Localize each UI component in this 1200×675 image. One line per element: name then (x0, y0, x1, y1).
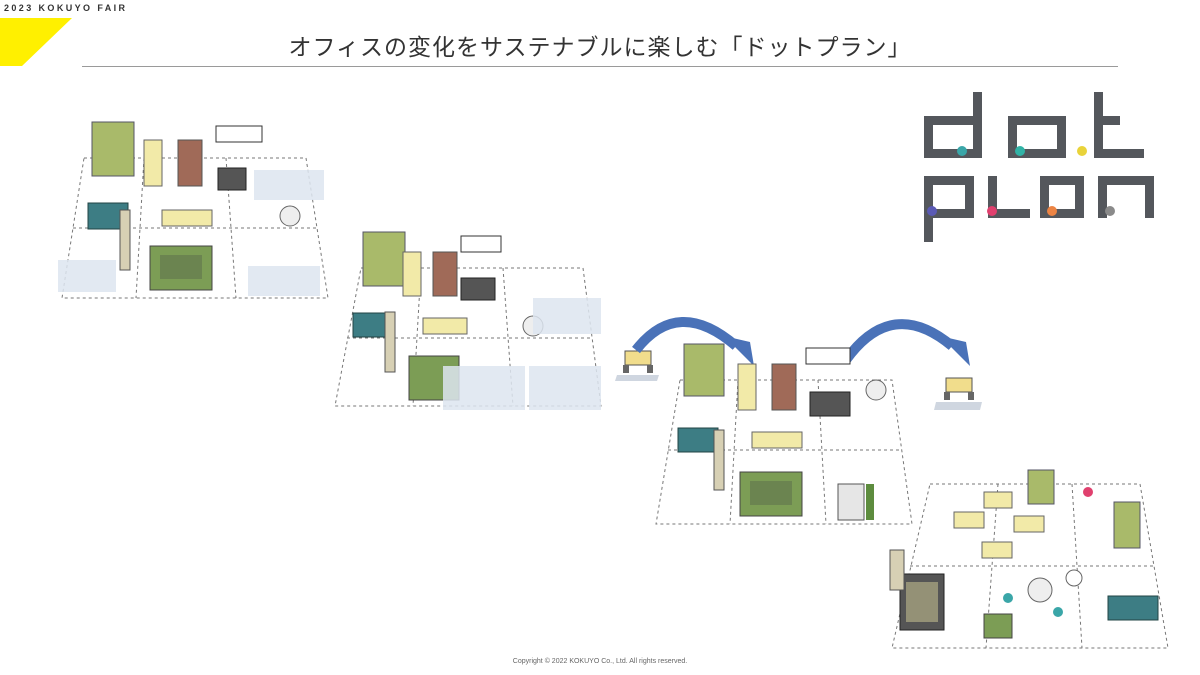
module-image-left (615, 350, 659, 381)
corner-accent (0, 18, 72, 66)
logo-dot-2 (1015, 146, 1025, 156)
dotplan-logo (924, 92, 1154, 242)
arrow-module-in (632, 317, 754, 366)
office-plan-image-1 (58, 121, 329, 299)
copyright-footer: Copyright © 2022 KOKUYO Co., Ltd. All ri… (512, 658, 688, 665)
event-tag: 2023 KOKUYO FAIR (4, 3, 128, 13)
office-plan-image-4 (889, 469, 1169, 649)
module-image-right (934, 377, 982, 410)
office-plan-image-2 (334, 231, 602, 410)
logo-dot-5 (987, 206, 997, 216)
logo-dot-7 (1105, 206, 1115, 216)
logo-dot-1 (957, 146, 967, 156)
page-title: オフィスの変化をサステナブルに楽しむ「ドットプラン」 (288, 34, 912, 60)
office-plan-image-3 (655, 343, 913, 525)
title-divider (82, 66, 1118, 67)
logo-dot-3 (1077, 146, 1087, 156)
arrow-module-out (842, 319, 970, 366)
logo-dot-6 (1047, 206, 1057, 216)
logo-dot-4 (927, 206, 937, 216)
